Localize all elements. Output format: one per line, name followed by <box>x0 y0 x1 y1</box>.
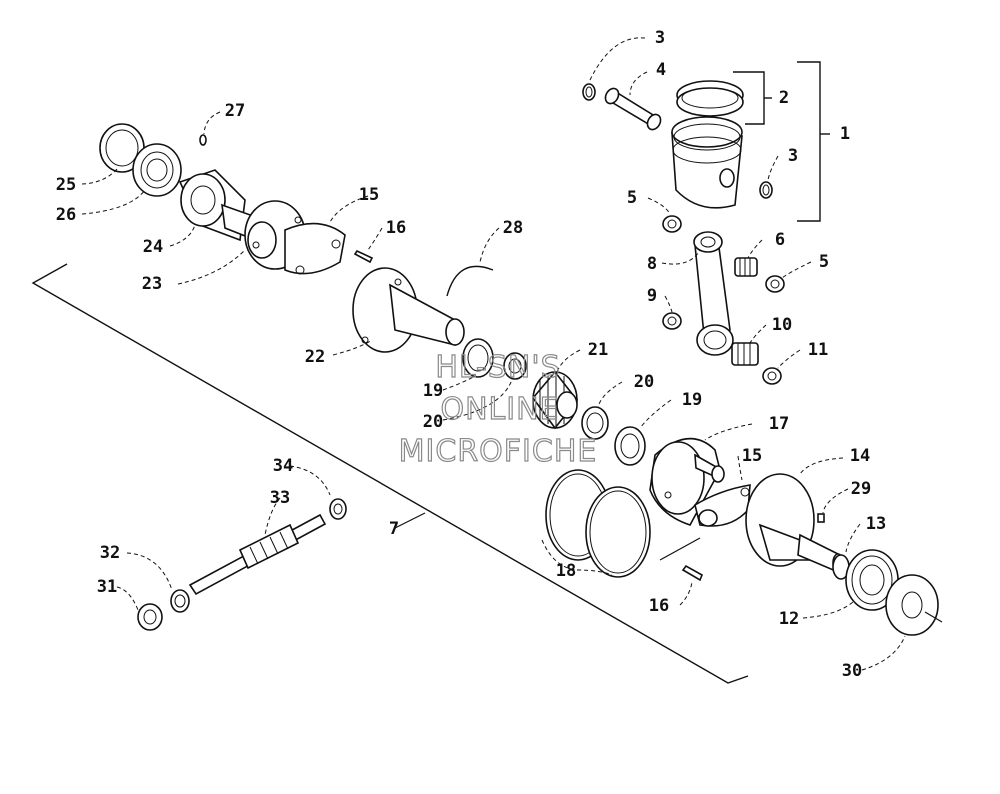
bearing-19b <box>614 426 646 466</box>
bolt-16 <box>353 249 374 264</box>
callout-22: 22 <box>305 347 325 367</box>
big-end-bearing <box>731 342 759 366</box>
callout-13: 13 <box>866 514 886 534</box>
piston-group <box>582 61 830 385</box>
bearing-19a <box>462 338 494 378</box>
watermark-line-1: HL-SN'S <box>435 350 560 385</box>
callout-27: 27 <box>225 101 245 121</box>
callout-20-left: 20 <box>423 412 443 432</box>
callout-6: 6 <box>775 230 785 250</box>
callout-11: 11 <box>808 340 828 360</box>
bearing-32 <box>170 589 190 613</box>
gear-21 <box>531 370 579 430</box>
nut-31 <box>137 603 163 631</box>
callout-21: 21 <box>588 340 608 360</box>
callout-5-upper: 5 <box>627 188 637 208</box>
callout-28: 28 <box>503 218 523 238</box>
right-crank-assembly <box>545 437 943 636</box>
washer-20a <box>503 352 527 380</box>
wrist-pin <box>604 87 662 131</box>
callout-numbers: 3 4 2 1 3 5 6 5 8 9 10 11 21 20 19 17 19… <box>56 28 886 681</box>
callout-33: 33 <box>270 488 290 508</box>
callout-23: 23 <box>142 274 162 294</box>
callout-15-bottom: 15 <box>742 446 762 466</box>
callout-3-top: 3 <box>655 28 665 48</box>
group-7-bracket <box>31 263 749 684</box>
crank-journal-24 <box>180 173 226 227</box>
callout-3-right: 3 <box>788 146 798 166</box>
watermark: HL-SN'S ONLINE MICROFICHE <box>398 349 598 469</box>
callout-8: 8 <box>647 254 657 274</box>
callout-26: 26 <box>56 205 76 225</box>
callout-19-left: 19 <box>423 381 443 401</box>
callout-20-right: 20 <box>634 372 654 392</box>
oil-seal-30 <box>885 574 943 636</box>
piston <box>671 116 743 209</box>
leader-lines <box>81 37 906 671</box>
callout-29: 29 <box>851 479 871 499</box>
left-crank-assembly <box>99 123 646 466</box>
piston-rings <box>676 80 744 117</box>
dowel-pin-27 <box>199 134 207 146</box>
callout-30: 30 <box>842 661 862 681</box>
watermark-line-2: ONLINE <box>440 392 559 427</box>
main-bearing-26 <box>132 143 182 197</box>
thrust-washer-11 <box>762 367 782 385</box>
callout-16-top: 16 <box>386 218 406 238</box>
bolt-16b <box>681 564 704 582</box>
key-29 <box>817 513 825 523</box>
main-bearing-12 <box>845 549 899 611</box>
callout-14: 14 <box>850 446 870 466</box>
circlip-left <box>582 83 596 101</box>
drive-shaft-group <box>137 498 347 631</box>
callout-5-right: 5 <box>819 252 829 272</box>
small-end-bearing <box>734 257 758 277</box>
callout-25: 25 <box>56 175 76 195</box>
leader-7 <box>394 512 426 529</box>
thrust-washer-9 <box>662 312 682 330</box>
circlip-28 <box>446 265 494 297</box>
callout-19-right: 19 <box>682 390 702 410</box>
callout-4: 4 <box>656 60 666 80</box>
callout-17: 17 <box>769 414 789 434</box>
callout-32: 32 <box>100 543 120 563</box>
callout-9: 9 <box>647 286 657 306</box>
thrust-washer-right <box>765 275 785 293</box>
thrust-washer-upper <box>662 215 682 233</box>
callout-34: 34 <box>273 456 293 476</box>
washer-34 <box>329 498 347 520</box>
connecting-rod <box>693 231 734 356</box>
washer-20b <box>581 406 609 440</box>
callout-18: 18 <box>556 561 576 581</box>
callout-7: 7 <box>389 519 399 539</box>
callout-2: 2 <box>779 88 789 108</box>
circlip-right <box>759 181 773 199</box>
seal-ring-18b <box>585 486 651 578</box>
watermark-line-3: MICROFICHE <box>399 434 598 469</box>
callout-1: 1 <box>840 124 850 144</box>
callout-16-bottom: 16 <box>649 596 669 616</box>
callout-10: 10 <box>772 315 792 335</box>
callout-24: 24 <box>143 237 163 257</box>
callout-12: 12 <box>779 609 799 629</box>
crank-web-15 <box>284 222 346 275</box>
callout-31: 31 <box>97 577 117 597</box>
callout-15-top: 15 <box>359 185 379 205</box>
